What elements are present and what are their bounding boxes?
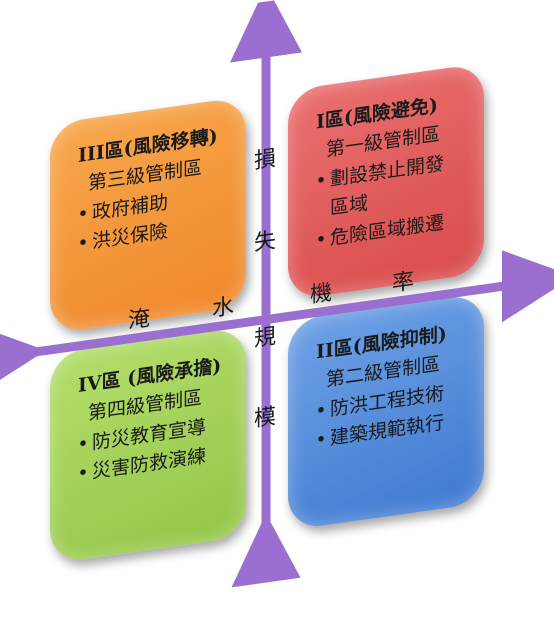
- vertical-axis-char-3: 規: [254, 324, 277, 353]
- horizontal-axis-arrow: [0, 250, 554, 397]
- vertical-axis-char-1: 損: [254, 146, 277, 175]
- vertical-axis-char-2: 失: [254, 228, 277, 257]
- horizontal-axis-char-4: 率: [392, 268, 415, 297]
- vertical-axis-char-4: 模: [254, 404, 277, 433]
- horizontal-axis-char-3: 機: [310, 280, 333, 309]
- horizontal-axis-char-1: 淹: [128, 305, 151, 334]
- horizontal-axis-char-2: 水: [212, 294, 235, 323]
